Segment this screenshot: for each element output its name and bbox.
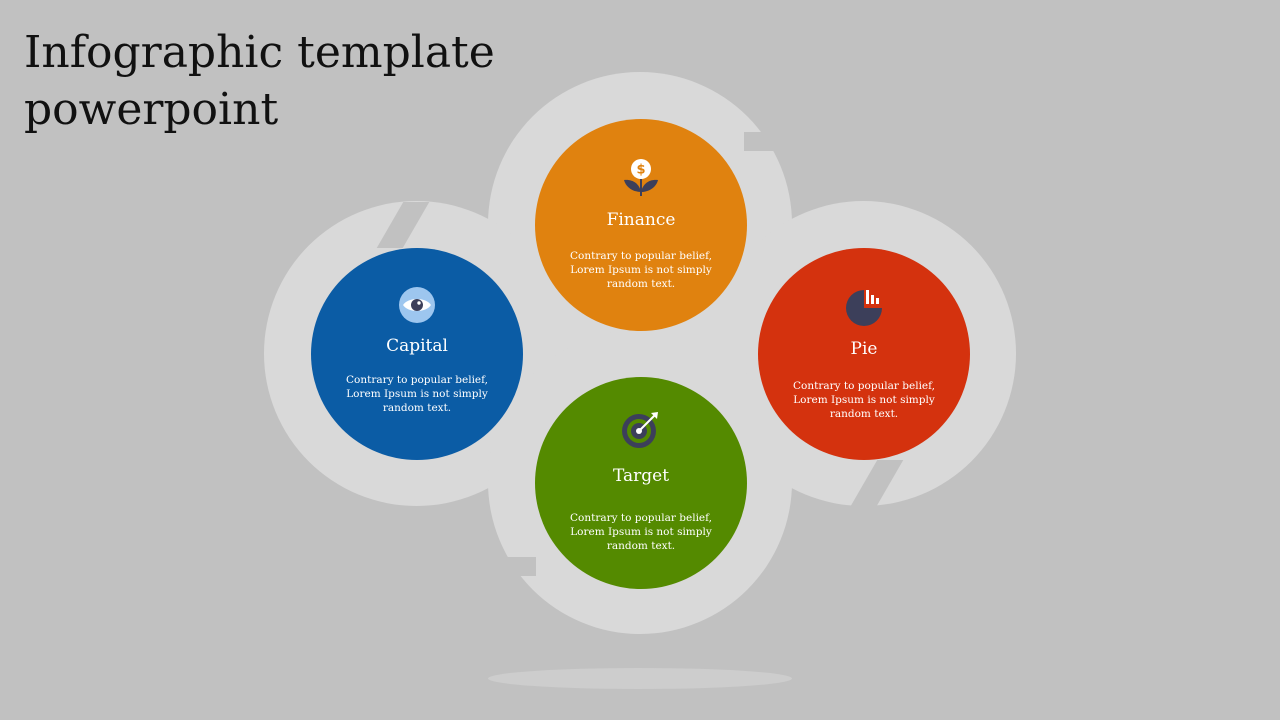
slide-title: Infographic template powerpoint bbox=[24, 24, 544, 138]
target-description: Contrary to popular belief, Lorem Ipsum … bbox=[569, 512, 712, 552]
eye-icon bbox=[399, 287, 435, 323]
pie-description: Contrary to popular belief, Lorem Ipsum … bbox=[792, 380, 935, 420]
slide-title-line-1: Infographic template bbox=[24, 27, 495, 78]
pie-label: Pie bbox=[850, 339, 878, 359]
capital-circle: Capital Contrary to popular belief, Lore… bbox=[311, 248, 523, 460]
ring-gap-top bbox=[744, 132, 784, 151]
ring-gap-bottom bbox=[496, 557, 536, 576]
finance-description: Contrary to popular belief, Lorem Ipsum … bbox=[569, 250, 712, 290]
target-label: Target bbox=[612, 466, 670, 486]
target-circle: Target Contrary to popular belief, Lorem… bbox=[535, 377, 747, 589]
slide-title-line-2: powerpoint bbox=[24, 84, 279, 135]
svg-text:$: $ bbox=[636, 163, 645, 178]
finance-circle: $ Finance Contrary to popular belief, Lo… bbox=[535, 119, 747, 331]
floor-shadow bbox=[488, 668, 792, 689]
pie-chart-icon bbox=[846, 290, 882, 326]
capital-label: Capital bbox=[386, 336, 448, 356]
money-plant-icon: $ bbox=[624, 159, 658, 196]
finance-label: Finance bbox=[606, 210, 676, 230]
target-icon bbox=[622, 412, 658, 448]
capital-description: Contrary to popular belief, Lorem Ipsum … bbox=[345, 374, 488, 414]
pie-circle: Pie Contrary to popular belief, Lorem Ip… bbox=[758, 248, 970, 460]
